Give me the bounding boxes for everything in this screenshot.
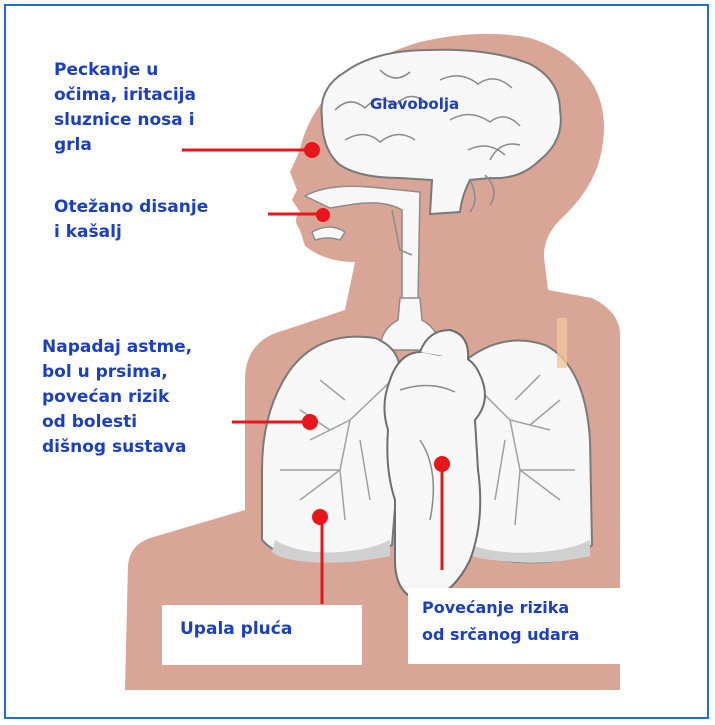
pointer-dot-lungs bbox=[302, 414, 318, 430]
pointer-dot-heart bbox=[434, 456, 450, 472]
pointer-dot-eyes bbox=[304, 142, 320, 158]
label-headache: Glavobolja bbox=[370, 92, 459, 117]
label-asthma-chest-pain: Napadaj astme, bol u prsima, povećan riz… bbox=[42, 335, 192, 460]
skin-tone-patch bbox=[557, 318, 567, 368]
label-eyes-irritation: Peckanje u očima, iritacija sluznice nos… bbox=[54, 58, 196, 158]
label-breathing-difficulty: Otežano disanje i kašalj bbox=[54, 195, 208, 245]
pointer-dot-pneumonia bbox=[312, 509, 328, 525]
pointer-dot-breathing bbox=[316, 208, 330, 222]
label-pneumonia: Upala pluća bbox=[162, 605, 362, 665]
label-heart-attack-risk: Povećanje rizika od srčanog udara bbox=[408, 588, 644, 664]
